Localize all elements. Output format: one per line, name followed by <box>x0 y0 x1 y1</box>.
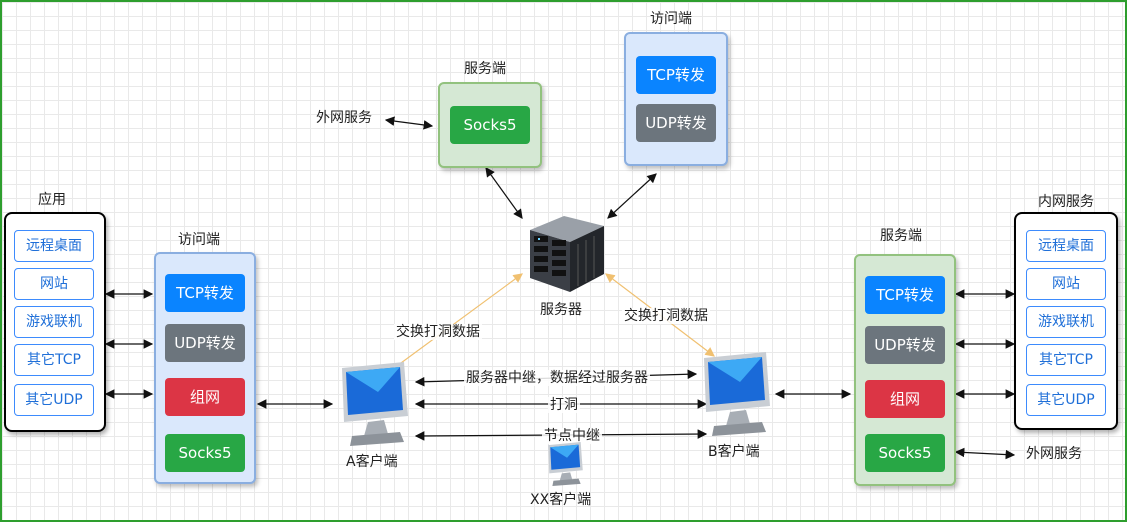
link-external-top <box>384 116 434 130</box>
relay-server-label: 服务器中继，数据经过服务器 <box>464 370 650 386</box>
top-access-title: 访问端 <box>650 11 692 27</box>
server-rack-icon <box>526 212 608 294</box>
right-app-game: 游戏联机 <box>1026 306 1106 338</box>
top-access-udp: UDP转发 <box>636 104 716 142</box>
server-label: 服务器 <box>540 302 582 318</box>
left-apps-panel: 远程桌面 网站 游戏联机 其它TCP 其它UDP <box>4 212 106 432</box>
left-app-remote-desktop: 远程桌面 <box>14 230 94 262</box>
node-relay-label: 节点中继 <box>542 428 602 444</box>
client-xx-label: XX客户端 <box>530 492 592 508</box>
right-app-other-tcp: 其它TCP <box>1026 344 1106 376</box>
top-server-title: 服务端 <box>464 61 506 77</box>
right-server-title: 服务端 <box>880 228 922 244</box>
right-apps-panel: 远程桌面 网站 游戏联机 其它TCP 其它UDP <box>1014 212 1118 430</box>
left-access-udp: UDP转发 <box>165 324 245 362</box>
punch-label: 打洞 <box>548 397 580 413</box>
client-xx-monitor-icon <box>546 442 586 486</box>
link-socks5-server <box>485 167 523 219</box>
left-app-other-tcp: 其它TCP <box>14 344 94 376</box>
right-server-tcp: TCP转发 <box>865 276 945 314</box>
client-a-monitor-icon <box>338 362 414 446</box>
left-access-panel: TCP转发 UDP转发 组网 Socks5 <box>154 252 256 484</box>
right-app-remote-desktop: 远程桌面 <box>1026 230 1106 262</box>
exchange-label-left: 交换打洞数据 <box>394 324 482 340</box>
right-server-panel: TCP转发 UDP转发 组网 Socks5 <box>854 254 956 486</box>
link-access-server <box>607 173 657 219</box>
left-access-socks5: Socks5 <box>165 434 245 472</box>
left-access-net: 组网 <box>165 378 245 416</box>
client-b-label: B客户端 <box>708 444 760 460</box>
right-app-website: 网站 <box>1026 268 1106 300</box>
exchange-label-right: 交换打洞数据 <box>622 308 710 324</box>
left-access-title: 访问端 <box>178 232 220 248</box>
link-external-bottom <box>954 447 1016 460</box>
client-a-label: A客户端 <box>346 454 398 470</box>
left-apps-title: 应用 <box>38 192 66 208</box>
right-server-socks5: Socks5 <box>865 434 945 472</box>
top-access-panel: TCP转发 UDP转发 <box>624 32 728 166</box>
left-access-tcp: TCP转发 <box>165 274 245 312</box>
external-service-top: 外网服务 <box>316 110 372 126</box>
left-app-website: 网站 <box>14 268 94 300</box>
right-server-net: 组网 <box>865 380 945 418</box>
right-intranet-title: 内网服务 <box>1038 194 1094 210</box>
right-app-other-udp: 其它UDP <box>1026 384 1106 416</box>
external-service-bottom: 外网服务 <box>1026 446 1082 462</box>
client-b-monitor-icon <box>700 352 776 436</box>
top-access-tcp: TCP转发 <box>636 56 716 94</box>
top-server-panel: Socks5 <box>438 82 542 168</box>
right-server-udp: UDP转发 <box>865 326 945 364</box>
left-app-game: 游戏联机 <box>14 306 94 338</box>
left-app-other-udp: 其它UDP <box>14 384 94 416</box>
top-server-socks5: Socks5 <box>450 106 530 144</box>
